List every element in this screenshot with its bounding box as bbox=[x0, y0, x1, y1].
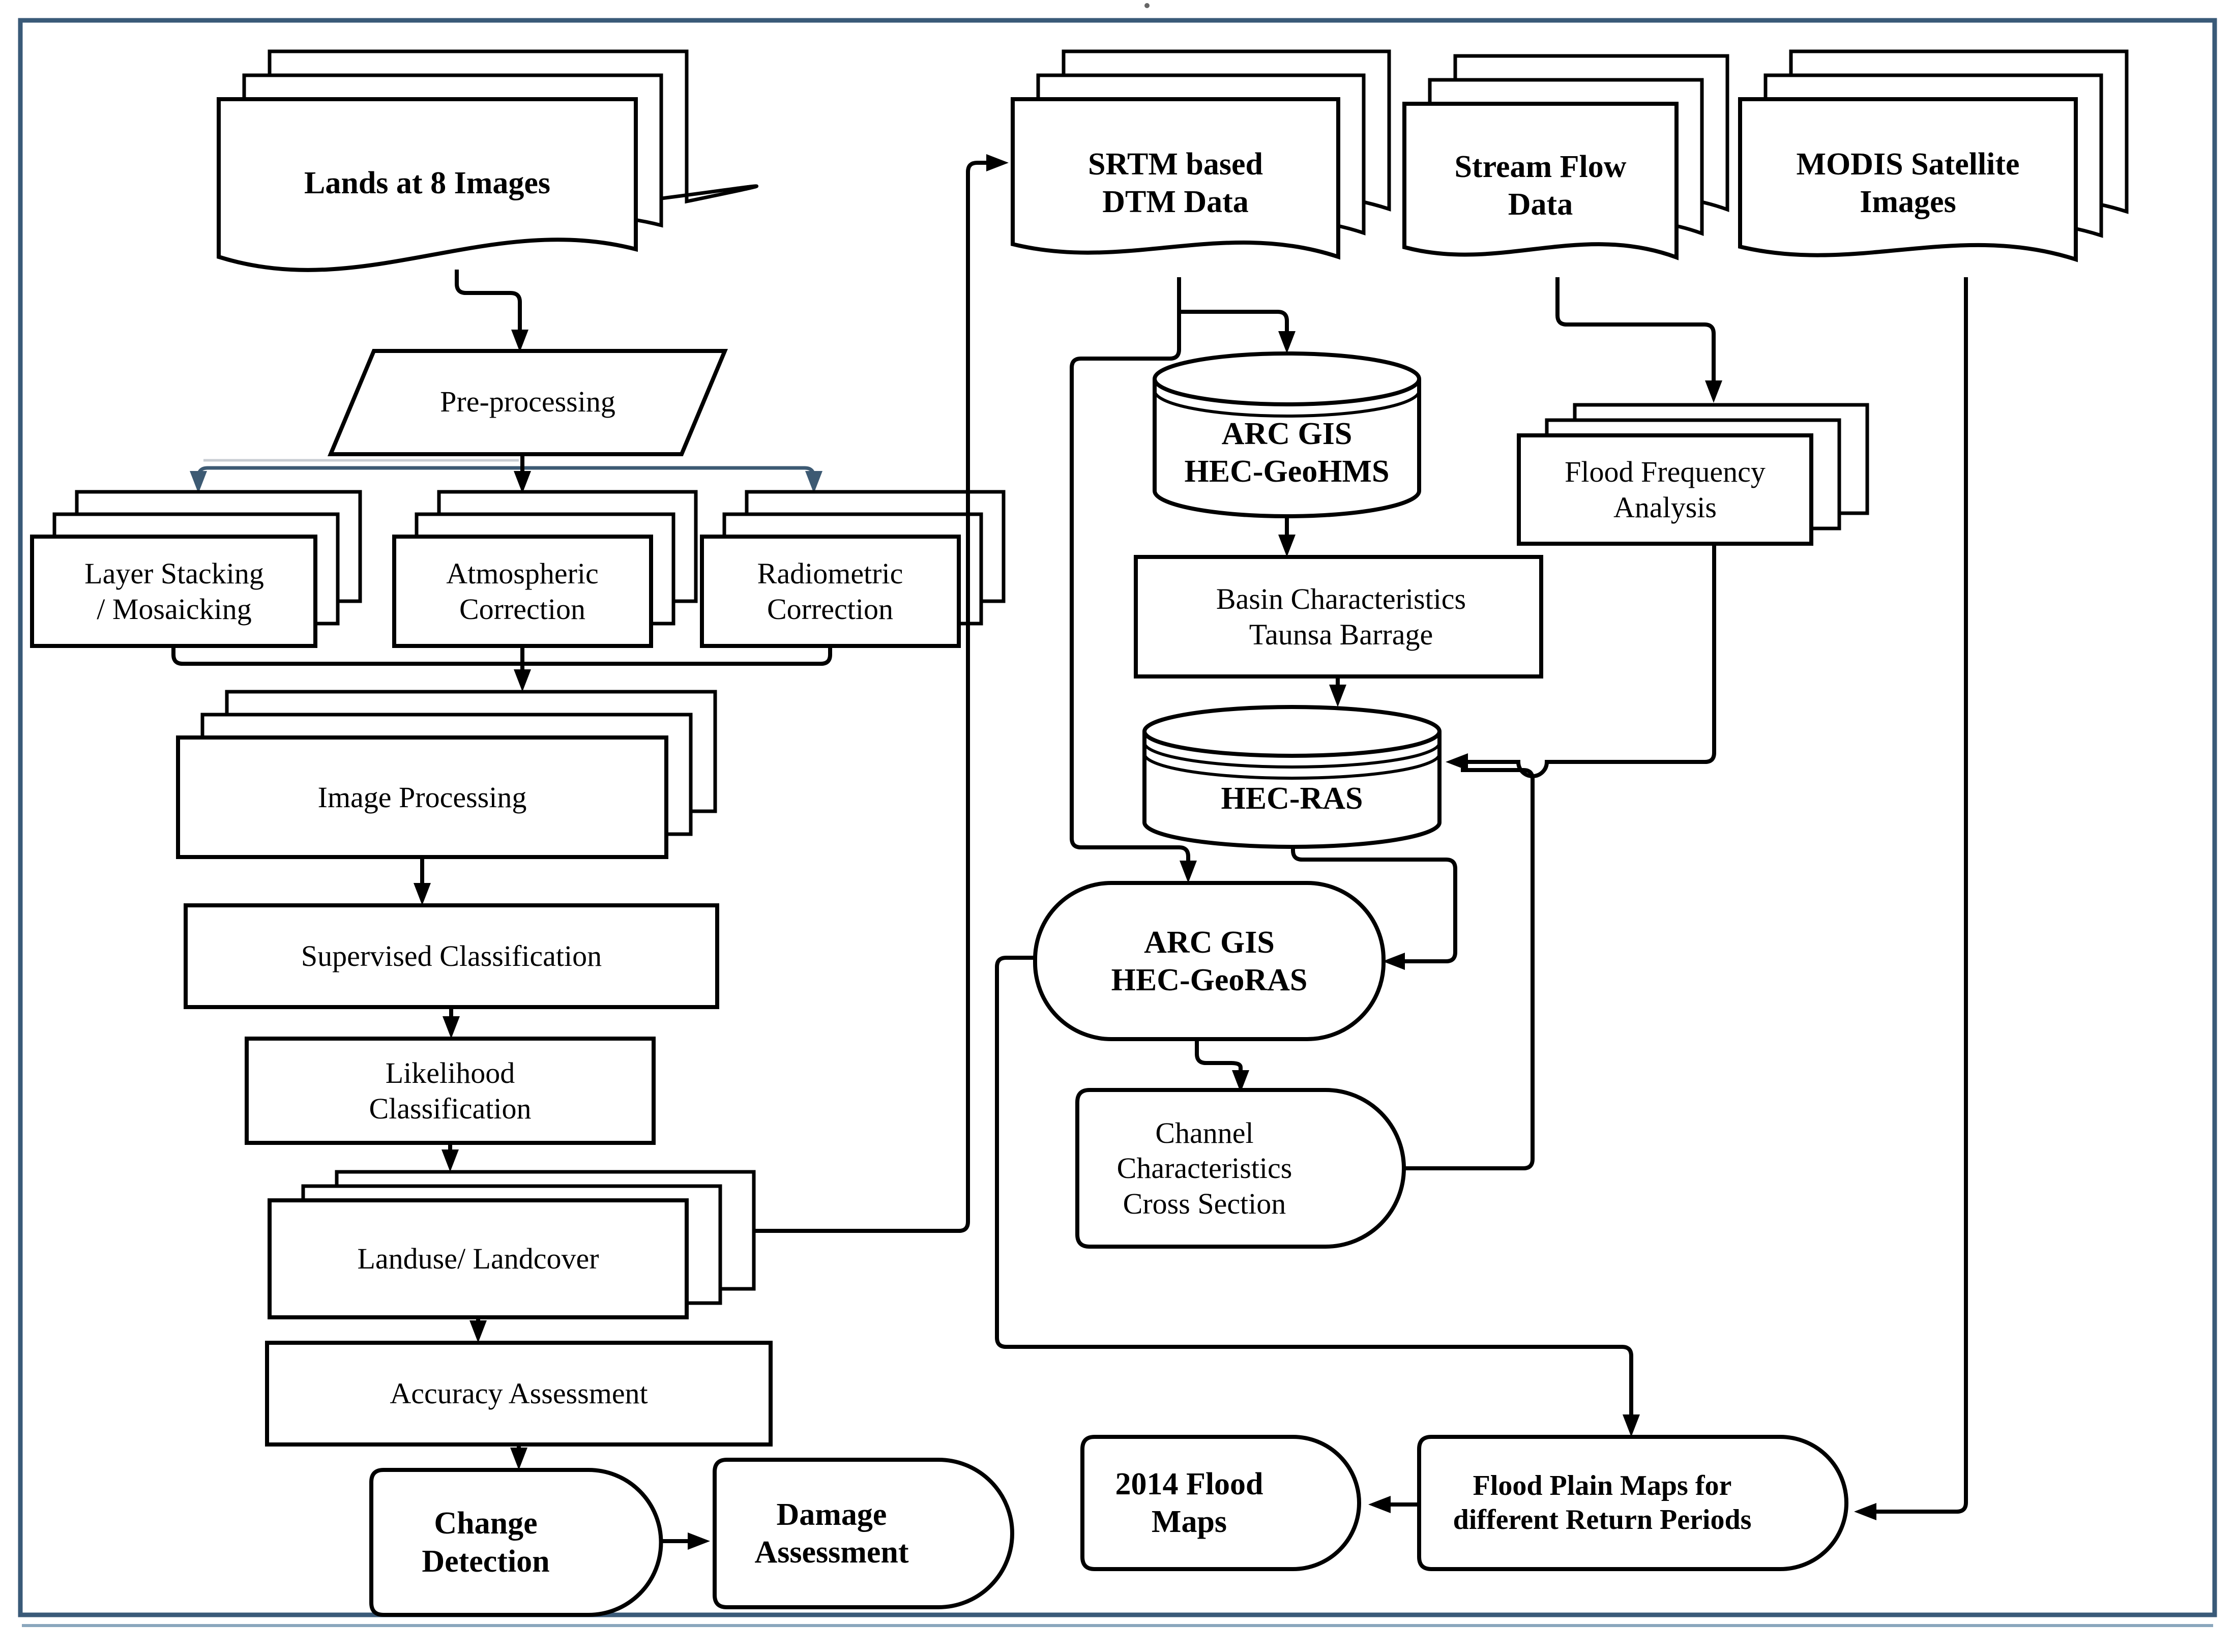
ffa-front bbox=[1517, 433, 1813, 546]
arrow-into-change bbox=[510, 1448, 527, 1470]
edge-hecras-georas bbox=[1291, 846, 1457, 963]
arrow-into-channel bbox=[1232, 1070, 1249, 1093]
arrow-into-georas-right bbox=[1383, 953, 1405, 970]
page-border bbox=[18, 18, 2217, 1617]
change-detection-shape bbox=[369, 1468, 663, 1617]
edge-landsat-preprocessing bbox=[455, 270, 522, 330]
radiometric-stack bbox=[700, 490, 1006, 648]
hms-cylinder-ring bbox=[1153, 390, 1421, 418]
georas-label: ARC GIS HEC-GeoRAS bbox=[1111, 925, 1308, 997]
edge-channel-hecras bbox=[1402, 768, 1535, 1170]
hms-cylinder-top bbox=[1153, 351, 1421, 406]
arrow-into-supervised bbox=[414, 883, 431, 905]
landsat-doc-front bbox=[217, 97, 638, 272]
hms-cylinder bbox=[1153, 351, 1421, 518]
channel-label: Channel Characteristics Cross Section bbox=[1116, 1116, 1292, 1220]
branch-line-blue bbox=[196, 466, 816, 478]
arrow-into-ffa bbox=[1705, 380, 1722, 403]
accuracy-label: Accuracy Assessment bbox=[390, 1377, 648, 1410]
landsat-label: Lands at 8 Images bbox=[304, 165, 550, 200]
landuse-stack bbox=[268, 1170, 756, 1319]
atmospheric-label: Atmospheric Correction bbox=[446, 556, 599, 626]
landsat-doc-stack bbox=[217, 49, 758, 272]
arrow-into-hecras-right bbox=[1446, 753, 1468, 771]
arrow-into-accuracy bbox=[469, 1320, 487, 1343]
arrow-into-basin bbox=[1278, 535, 1296, 557]
ffa-label: Flood Frequency Analysis bbox=[1565, 455, 1766, 524]
preprocessing-label: Pre-processing bbox=[440, 385, 615, 419]
supervised-box bbox=[184, 903, 719, 1009]
image-processing-stack bbox=[176, 690, 717, 859]
preprocessing-parallelogram bbox=[327, 349, 728, 456]
arrow-into-floodplain-top bbox=[1623, 1414, 1640, 1437]
ffa-stack bbox=[1517, 403, 1869, 546]
damage-assessment-shape bbox=[713, 1458, 1014, 1609]
arrow-into-hms bbox=[1278, 331, 1296, 353]
edge-streamflow-ffa bbox=[1555, 277, 1716, 380]
srtm-label: SRTM based DTM Data bbox=[1087, 146, 1263, 219]
landuse-front bbox=[268, 1198, 689, 1319]
damage-assessment-label: Damage Assessment bbox=[754, 1497, 909, 1570]
streamflow-label: Stream Flow Data bbox=[1454, 149, 1627, 222]
likelihood-label: Likelihood Classification bbox=[369, 1056, 532, 1125]
streamflow-doc-stack bbox=[1402, 54, 1729, 260]
edge-srtm-hms bbox=[1179, 310, 1289, 331]
hecras-cylinder-top bbox=[1142, 705, 1442, 758]
arrow-into-2014maps bbox=[1368, 1496, 1391, 1513]
accuracy-box bbox=[265, 1341, 773, 1447]
arrow-into-landuse bbox=[442, 1149, 459, 1172]
supervised-label: Supervised Classification bbox=[301, 939, 602, 973]
layer-stacking-label: Layer Stacking / Mosaicking bbox=[84, 556, 264, 626]
edge-modis-floodplain bbox=[1876, 277, 1968, 1514]
top-dot-artifact bbox=[1144, 3, 1150, 8]
modis-doc-front bbox=[1738, 97, 2078, 262]
hecras-label: HEC-RAS bbox=[1221, 781, 1363, 816]
edge-landuse-srtm bbox=[754, 161, 986, 1233]
arrow-into-georas-top bbox=[1180, 861, 1197, 883]
merge-line bbox=[171, 646, 832, 666]
basin-label: Basin Characteristics Taunsa Barrage bbox=[1216, 582, 1466, 651]
arrow-into-hecras-top bbox=[1329, 685, 1346, 707]
arrow-into-preprocessing bbox=[511, 330, 528, 352]
srtm-doc-stack bbox=[1011, 49, 1391, 260]
landuse-label: Landuse/ Landcover bbox=[357, 1242, 599, 1276]
arrow-into-image-processing bbox=[514, 669, 531, 692]
edge-srtm-georas bbox=[1070, 277, 1190, 861]
edge-georas-channel bbox=[1195, 1039, 1243, 1070]
georas-shape bbox=[1033, 881, 1386, 1041]
arrow-into-atmospheric bbox=[514, 471, 531, 493]
modis-label: MODIS Satellite Images bbox=[1796, 146, 2020, 219]
basin-box bbox=[1134, 555, 1543, 678]
change-detection-label: Change Detection bbox=[422, 1506, 550, 1579]
edge-georas-floodplain bbox=[995, 956, 1633, 1414]
arrow-into-damage bbox=[688, 1532, 710, 1550]
arrow-into-layer-stacking bbox=[190, 471, 207, 493]
layer-stacking-front bbox=[30, 535, 317, 648]
hecras-cylinder-ring2 bbox=[1143, 753, 1441, 780]
maps2014-label: 2014 Flood Maps bbox=[1115, 1466, 1263, 1539]
image-processing-front bbox=[176, 735, 668, 859]
modis-doc-stack bbox=[1738, 49, 2129, 262]
hecras-cylinder bbox=[1142, 705, 1442, 849]
streamflow-doc-front bbox=[1402, 102, 1679, 260]
likelihood-box bbox=[245, 1037, 656, 1145]
arrow-into-radiometric bbox=[805, 471, 822, 493]
floodplain-label: Flood Plain Maps for different Return Pe… bbox=[1453, 1469, 1752, 1536]
maps2014-shape bbox=[1080, 1435, 1361, 1571]
layer-stacking-stack bbox=[30, 490, 362, 648]
arrow-into-floodplain-right bbox=[1854, 1503, 1876, 1520]
radiometric-label: Radiometric Correction bbox=[757, 556, 903, 626]
hecras-cylinder-ring1 bbox=[1143, 742, 1441, 769]
image-processing-label: Image Processing bbox=[317, 780, 527, 814]
hms-label: ARC GIS HEC-GeoHMS bbox=[1184, 416, 1390, 489]
srtm-doc-front bbox=[1011, 97, 1340, 260]
channel-shape bbox=[1075, 1088, 1406, 1249]
arrow-into-srtm bbox=[986, 154, 1009, 171]
floodplain-shape bbox=[1417, 1435, 1848, 1571]
arrow-into-likelihood bbox=[443, 1016, 460, 1039]
